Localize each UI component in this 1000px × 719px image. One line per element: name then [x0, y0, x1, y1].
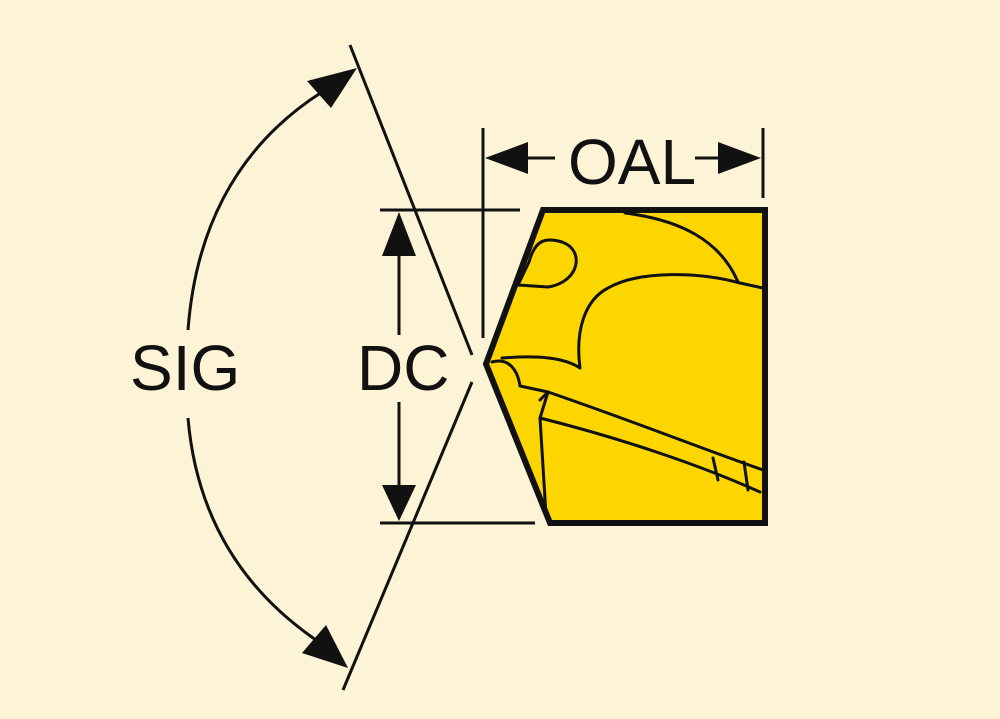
oal-label: OAL	[568, 126, 696, 198]
sig-arrowhead-top	[307, 68, 357, 108]
lower-angle-line	[341, 381, 474, 691]
oal-arrowhead-right	[718, 142, 761, 174]
sig-label: SIG	[130, 332, 240, 404]
dc-dimension	[380, 208, 535, 525]
insert-flute-details	[490, 211, 765, 517]
margin-inner-edge	[538, 416, 762, 494]
rake-face-edge	[500, 273, 765, 370]
sig-angle-arc	[186, 68, 357, 668]
sig-arrowhead-bottom	[302, 625, 348, 668]
margin-notch-2	[742, 460, 750, 492]
cutting-land	[490, 359, 550, 402]
upper-angle-line	[348, 44, 474, 356]
upper-flute-curve	[623, 211, 740, 284]
sig-arc-lower	[186, 417, 317, 642]
margin-notch-1	[711, 456, 720, 482]
dc-label: DC	[357, 332, 449, 404]
oal-arrowhead-left	[485, 142, 528, 174]
point-angle-lines	[341, 44, 474, 691]
chip-breaker-recess	[516, 238, 578, 289]
dc-arrowhead-top	[382, 212, 416, 256]
sig-arc-upper	[186, 90, 323, 331]
dc-arrowhead-bottom	[382, 485, 416, 521]
margin-outer-edge	[546, 390, 765, 472]
margin-left-edge	[538, 390, 550, 517]
drill-insert	[482, 207, 768, 526]
